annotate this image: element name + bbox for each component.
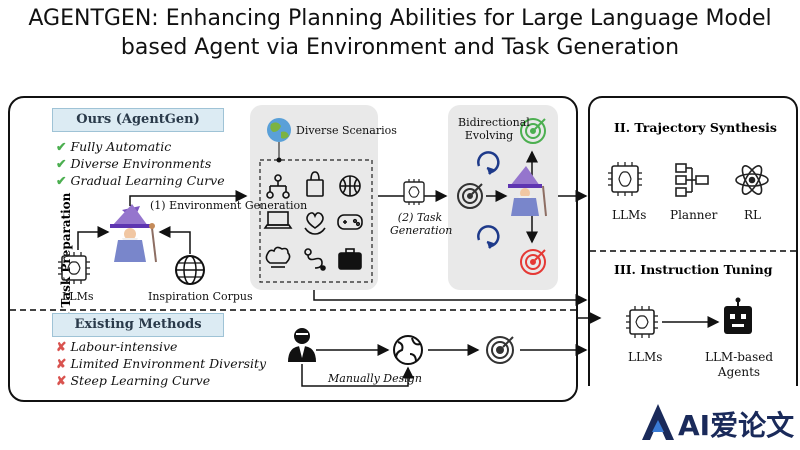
- check-icon: ✔: [56, 156, 67, 171]
- trajectory-llms-label: LLMs: [612, 208, 647, 222]
- existing-drawback-list: ✘Labour-intensive ✘Limited Environment D…: [56, 338, 266, 389]
- target-center-icon: [457, 183, 483, 209]
- watermark-text: AI爱论文: [678, 409, 795, 442]
- hierarchy-icon: [266, 174, 290, 199]
- llm-chip-icon: [58, 252, 90, 284]
- globe-icon: [175, 255, 205, 285]
- task-generation-label: (2) Task Generation: [390, 211, 453, 237]
- scenarios-panel: [250, 105, 378, 290]
- feature-item: ✔Diverse Environments: [56, 156, 212, 171]
- target-green-icon: [520, 118, 546, 144]
- corpus-to-wizard-arrow: [158, 226, 191, 254]
- main-frame: [8, 96, 578, 402]
- gamepad-icon: [337, 214, 363, 230]
- llms-label: LLMs: [62, 290, 94, 303]
- trajectory-synthesis-heading: II. Trajectory Synthesis: [614, 120, 777, 135]
- logo-mark-icon: [642, 404, 674, 440]
- laptop-icon: [263, 211, 293, 229]
- heart-hand-icon: [304, 212, 326, 235]
- env-generation-label: (1) Environment Generation: [150, 199, 308, 212]
- cross-icon: ✘: [56, 339, 67, 354]
- basketball-icon: [339, 175, 361, 197]
- diagram-title: AGENTGEN: Enhancing Planning Abilities f…: [28, 6, 772, 60]
- wizard-icon: [110, 204, 157, 263]
- cross-icon: ✘: [56, 373, 67, 388]
- atom-icon: [735, 165, 769, 195]
- env-generation-arrow: [129, 190, 248, 206]
- world-icon: [393, 335, 423, 365]
- feature-item: ✔Fully Automatic: [56, 139, 172, 154]
- robot-icon: [724, 297, 752, 334]
- check-icon: ✔: [56, 139, 67, 154]
- task-llm-chip-icon: [403, 179, 425, 205]
- diverse-scenarios-label: Diverse Scenarios: [296, 124, 397, 137]
- rl-label: RL: [744, 208, 762, 222]
- instruction-llm-chip-icon: [626, 306, 658, 338]
- right-divider: [590, 250, 796, 252]
- target-existing-icon: [486, 336, 514, 364]
- cross-icon: ✘: [56, 356, 67, 371]
- manually-design-label: Manually Design: [328, 372, 422, 385]
- scenarios-dashed-box: [259, 159, 373, 283]
- expert-person-icon: [288, 328, 316, 362]
- cycle-arrow-down-icon: [477, 225, 500, 249]
- route-icon: [304, 248, 326, 271]
- target-red-icon: [520, 249, 546, 275]
- ours-banner: Ours (AgentGen): [52, 108, 224, 132]
- briefcase-icon: [338, 248, 362, 270]
- right-frame: [588, 96, 798, 386]
- planner-flow-icon: [675, 163, 709, 197]
- bidirectional-evolving-label: Bidirectional Evolving: [458, 116, 530, 142]
- trajectory-llm-chip-icon: [608, 162, 642, 196]
- cycle-arrow-up-icon: [477, 151, 500, 175]
- section-divider: [10, 309, 576, 311]
- drawback-item: ✘Labour-intensive: [56, 339, 178, 354]
- instruction-llms-label: LLMs: [628, 350, 663, 364]
- check-icon: ✔: [56, 173, 67, 188]
- feature-item: ✔Gradual Learning Curve: [56, 173, 225, 188]
- chef-hat-icon: [265, 246, 291, 268]
- drawback-item: ✘Limited Environment Diversity: [56, 356, 267, 371]
- evolving-wizard-icon: [508, 166, 547, 217]
- watermark-logo: AI爱论文: [640, 398, 800, 446]
- llm-to-wizard-arrow: [77, 226, 110, 250]
- earth-icon: [267, 118, 291, 142]
- existing-banner: Existing Methods: [52, 313, 224, 337]
- llm-based-agents-label: LLM-based Agents: [704, 350, 774, 379]
- shopping-bag-icon: [306, 171, 324, 197]
- inspiration-corpus-label: Inspiration Corpus: [148, 290, 253, 303]
- instruction-tuning-heading: III. Instruction Tuning: [614, 262, 773, 277]
- drawback-item: ✘Steep Learning Curve: [56, 373, 211, 388]
- ours-feature-list: ✔Fully Automatic ✔Diverse Environments ✔…: [56, 138, 225, 189]
- planner-label: Planner: [670, 208, 718, 222]
